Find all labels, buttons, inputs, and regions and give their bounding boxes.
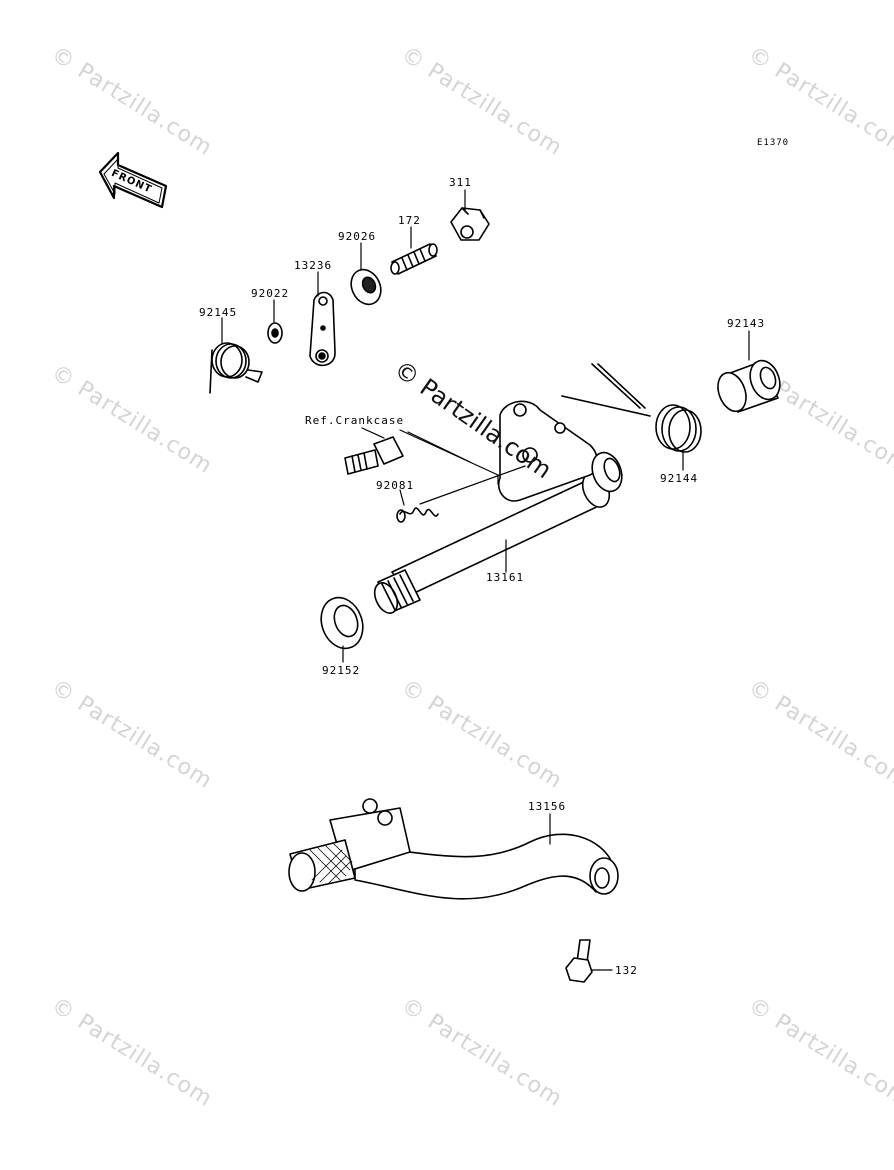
label-ref-crankcase[interactable]: Ref.Crankcase <box>305 414 405 427</box>
label-92143[interactable]: 92143 <box>727 317 766 330</box>
label-132[interactable]: 132 <box>615 964 638 977</box>
diagram-code: E1370 <box>757 138 790 148</box>
part-92152-seal <box>320 596 364 650</box>
label-92022[interactable]: 92022 <box>251 287 290 300</box>
label-92026[interactable]: 92026 <box>338 230 377 243</box>
label-92144[interactable]: 92144 <box>660 472 699 485</box>
part-92143-collar <box>717 359 781 413</box>
label-13161[interactable]: 13161 <box>486 571 525 584</box>
label-311[interactable]: 311 <box>449 176 472 189</box>
part-132-bolt <box>565 939 593 983</box>
label-172[interactable]: 172 <box>398 214 421 227</box>
part-13156-pedal <box>288 798 619 900</box>
label-13236[interactable]: 13236 <box>294 259 333 272</box>
part-13236-link <box>309 291 336 367</box>
part-92022-washer <box>267 322 283 344</box>
part-92081-spring <box>396 507 439 523</box>
part-92144-spring <box>561 363 702 453</box>
part-172-stud <box>390 243 438 275</box>
label-92081[interactable]: 92081 <box>376 479 415 492</box>
label-92152[interactable]: 92152 <box>322 664 361 677</box>
leader-lines <box>221 189 750 971</box>
label-92145[interactable]: 92145 <box>199 306 238 319</box>
part-92026-washer <box>350 268 382 306</box>
part-13161-shaft <box>373 400 623 614</box>
part-92145-spring <box>209 342 263 394</box>
ref-crankcase-bolt <box>344 436 404 475</box>
front-arrow-icon <box>98 151 168 209</box>
part-311-nut <box>450 207 490 241</box>
label-13156[interactable]: 13156 <box>528 800 567 813</box>
